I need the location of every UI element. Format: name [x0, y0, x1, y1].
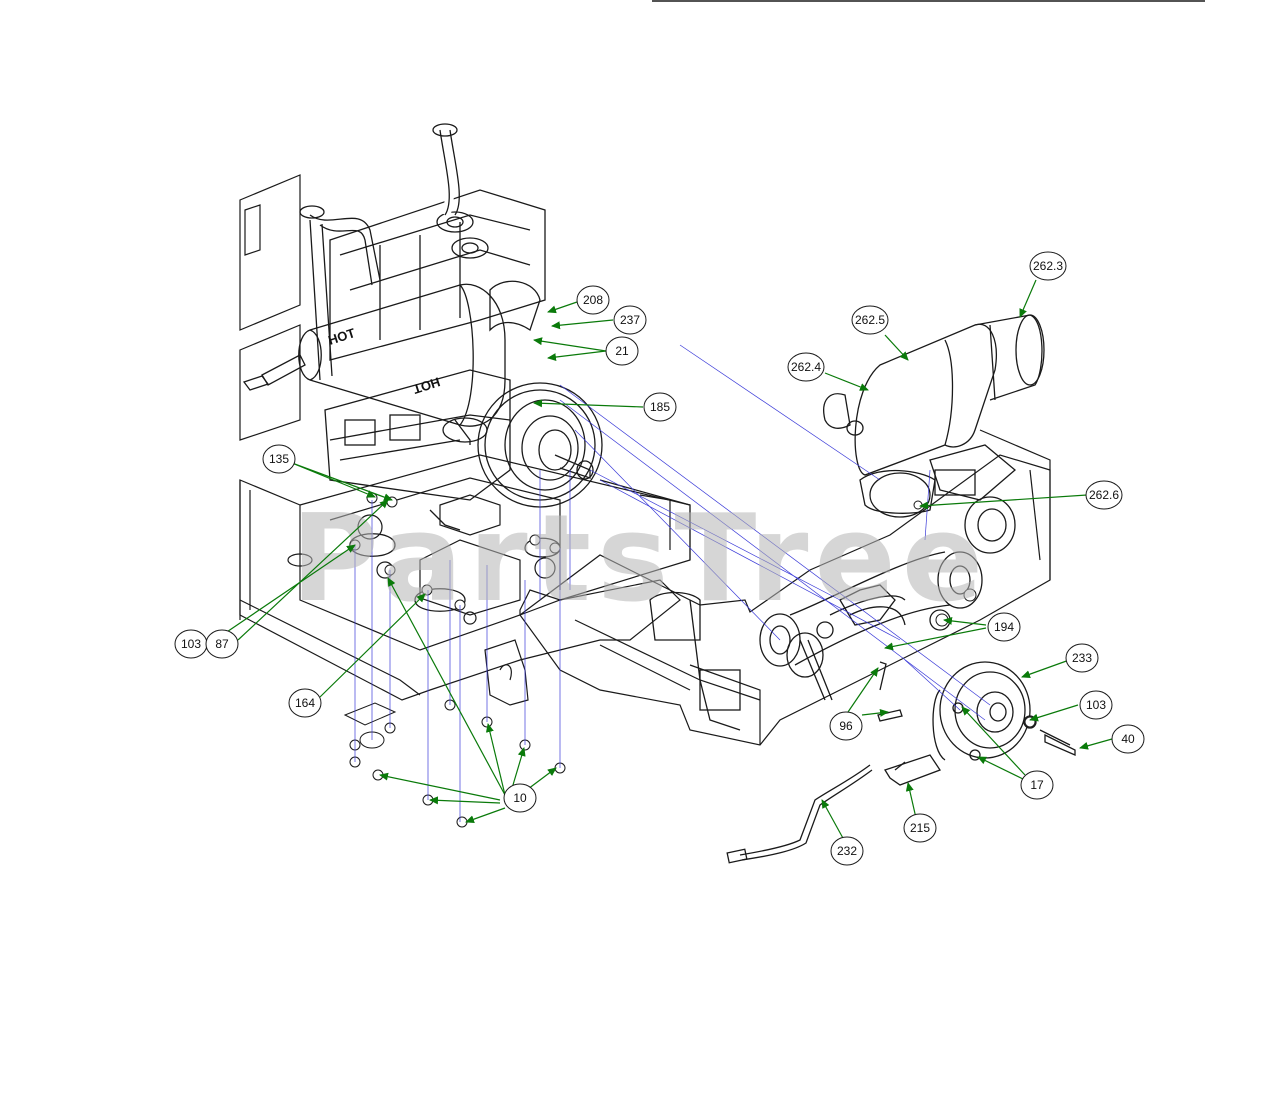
svg-text:237: 237 — [620, 313, 640, 327]
callout-194[interactable]: 194 — [987, 612, 1021, 642]
callout-262-5[interactable]: 262.5 — [851, 305, 889, 335]
svg-text:21: 21 — [615, 344, 629, 358]
svg-text:215: 215 — [910, 821, 930, 835]
callout-232[interactable]: 232 — [830, 836, 864, 866]
assembly-guide-lines — [354, 344, 991, 822]
callout-262-3[interactable]: 262.3 — [1029, 251, 1067, 281]
callout-96[interactable]: 96 — [829, 711, 863, 741]
callout-215[interactable]: 215 — [903, 813, 937, 843]
leader-arrows — [214, 279, 1113, 841]
svg-text:10: 10 — [513, 791, 527, 805]
svg-text:233: 233 — [1072, 651, 1092, 665]
svg-text:96: 96 — [839, 719, 853, 733]
callout-262-6[interactable]: 262.6 — [1085, 480, 1123, 510]
callout-103-right[interactable]: 103 — [1079, 690, 1113, 720]
air-cleaner-assembly — [823, 314, 1045, 554]
svg-text:87: 87 — [215, 637, 229, 651]
clutch-assembly — [726, 661, 1076, 864]
engine-hot-labels: HOT HOT — [326, 325, 442, 397]
svg-text:208: 208 — [583, 293, 603, 307]
callout-237[interactable]: 237 — [613, 305, 647, 335]
engine-block — [242, 123, 603, 612]
svg-text:135: 135 — [269, 452, 289, 466]
callout-10[interactable]: 10 — [503, 783, 537, 813]
callout-208[interactable]: 208 — [576, 285, 610, 315]
hot-label-1: HOT — [326, 325, 357, 348]
callout-17[interactable]: 17 — [1020, 770, 1054, 800]
svg-text:164: 164 — [295, 696, 315, 710]
svg-text:262.3: 262.3 — [1033, 259, 1063, 273]
callout-233[interactable]: 233 — [1065, 643, 1099, 673]
callout-164[interactable]: 164 — [288, 688, 322, 718]
watermark: PartsTree — [291, 490, 989, 629]
hot-label-2: HOT — [411, 374, 442, 397]
callout-40[interactable]: 40 — [1111, 724, 1145, 754]
svg-text:17: 17 — [1030, 778, 1044, 792]
svg-text:262.4: 262.4 — [791, 360, 821, 374]
svg-text:40: 40 — [1121, 732, 1135, 746]
callout-185[interactable]: 185 — [643, 392, 677, 422]
svg-text:185: 185 — [650, 400, 670, 414]
callout-group: 208 237 21 185 135 103 87 164 10 262.3 2… — [174, 251, 1145, 866]
svg-text:262.6: 262.6 — [1089, 488, 1119, 502]
svg-text:103: 103 — [1086, 698, 1106, 712]
callout-135[interactable]: 135 — [262, 444, 296, 474]
callout-262-4[interactable]: 262.4 — [787, 352, 825, 382]
svg-text:103: 103 — [181, 637, 201, 651]
svg-text:194: 194 — [994, 620, 1014, 634]
svg-text:232: 232 — [837, 844, 857, 858]
svg-text:262.5: 262.5 — [855, 313, 885, 327]
callout-21[interactable]: 21 — [605, 336, 639, 366]
callout-103-left[interactable]: 103 — [174, 629, 208, 659]
callout-87[interactable]: 87 — [205, 629, 239, 659]
belt-pulley-system — [649, 551, 983, 731]
